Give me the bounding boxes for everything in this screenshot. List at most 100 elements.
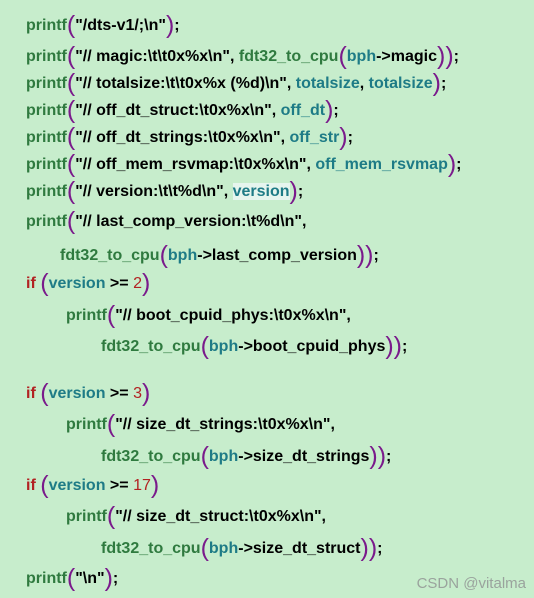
code-line: printf("// off_mem_rsvmap:\t0x%x\n", off… (26, 151, 462, 177)
code-token-punctuation: , (330, 416, 335, 433)
code-token-paren: ( (106, 410, 116, 438)
code-token-string-literal: "// magic:\t\t0x%x\n" (75, 48, 230, 65)
code-token-keyword: if (26, 385, 36, 402)
code-token-punctuation: , (229, 48, 239, 65)
code-line: printf("// off_dt_strings:\t0x%x\n", off… (26, 124, 353, 150)
code-line: if (version >= 17) (26, 472, 159, 498)
code-token-variable: version (48, 385, 106, 402)
code-token-variable: version (48, 477, 106, 494)
code-line: fdt32_to_cpu(bph->last_comp_version)); (60, 242, 379, 268)
code-token-paren: )) (369, 442, 387, 470)
code-token-operator: >= (105, 477, 134, 494)
code-token-paren: ( (40, 379, 49, 407)
code-token-string-literal: "// boot_cpuid_phys:\t0x%x\n" (115, 307, 347, 324)
code-token-function-name: printf (26, 17, 67, 34)
code-token-punctuation: ; (386, 448, 392, 465)
code-line: printf("/dts-v1/;\n"); (26, 12, 180, 38)
code-token-punctuation: , (359, 75, 369, 92)
code-token-punctuation: ; (297, 183, 304, 200)
code-token-paren: ) (165, 11, 175, 39)
code-token-keyword: if (26, 275, 36, 292)
code-line: printf("// boot_cpuid_phys:\t0x%x\n", (66, 302, 351, 328)
code-token-paren: ) (150, 471, 160, 499)
code-token-function-name: fdt32_to_cpu (60, 247, 160, 264)
code-line: printf("// size_dt_strings:\t0x%x\n", (66, 411, 335, 437)
code-token-paren: ( (40, 269, 49, 297)
code-token-paren: ) (141, 379, 151, 407)
code-token-punctuation: ; (373, 247, 379, 264)
code-token-paren: ( (159, 241, 168, 269)
code-token-punctuation: , (321, 508, 326, 525)
code-token-paren: ( (66, 69, 76, 97)
code-token-function-name: fdt32_to_cpu (238, 48, 339, 65)
code-token-paren: ( (66, 150, 76, 178)
code-token-paren: ) (432, 69, 441, 97)
code-token-paren: )) (385, 332, 403, 360)
code-token-variable: totalsize (368, 75, 433, 92)
code-token-string-literal: "// off_mem_rsvmap:\t0x%x\n" (75, 156, 307, 173)
code-token-paren: ) (325, 96, 334, 124)
code-token-function-name: printf (66, 508, 107, 525)
code-line: printf("\n"); (26, 565, 118, 591)
code-token-function-name: fdt32_to_cpu (101, 448, 201, 465)
code-line: printf("// size_dt_struct:\t0x%x\n", (66, 503, 326, 529)
code-token-punctuation: , (280, 129, 290, 146)
code-token-function-name: printf (26, 570, 67, 587)
code-token-punctuation: , (286, 75, 296, 92)
code-token-function-name: printf (26, 129, 67, 146)
code-token-punctuation: ; (402, 338, 408, 355)
code-line: printf("// magic:\t\t0x%x\n", fdt32_to_c… (26, 43, 459, 69)
code-token-paren: ) (447, 150, 457, 178)
code-token-variable: totalsize (295, 75, 360, 92)
code-token-paren: ) (339, 123, 348, 151)
code-token-paren: ) (141, 269, 151, 297)
code-token-paren: ( (66, 207, 76, 235)
code-token-operator: >= (105, 275, 134, 292)
code-token-keyword: if (26, 477, 36, 494)
code-token-variable: bph (208, 338, 239, 355)
code-token-variable: bph (167, 247, 198, 264)
code-token-paren: )) (356, 241, 374, 269)
code-token-function-name: fdt32_to_cpu (101, 540, 201, 557)
code-token-variable: version (48, 275, 106, 292)
code-token-function-name: printf (26, 102, 67, 119)
code-token-function-name: printf (26, 48, 67, 65)
code-token-variable: off_dt (280, 102, 326, 119)
code-token-string-literal: ->size_dt_struct (238, 540, 361, 557)
code-token-string-literal: "// last_comp_version:\t%d\n" (75, 213, 302, 230)
code-token-punctuation: ; (333, 102, 339, 119)
code-token-function-name: printf (66, 307, 107, 324)
code-token-paren: ( (40, 471, 49, 499)
code-line: printf("// version:\t\t%d\n", version); (26, 178, 303, 204)
code-token-string-literal: ->last_comp_version (197, 247, 357, 264)
code-line: if (version >= 2) (26, 270, 150, 296)
code-token-paren: ( (200, 442, 209, 470)
code-token-string-literal: ->boot_cpuid_phys (238, 338, 386, 355)
code-line: if (version >= 3) (26, 380, 150, 406)
code-token-paren: ( (66, 564, 76, 592)
code-token-punctuation: , (301, 213, 307, 230)
code-token-string-literal: "// off_dt_struct:\t0x%x\n" (75, 102, 272, 119)
code-token-string-literal: "\n" (75, 570, 105, 587)
code-token-punctuation: , (223, 183, 233, 200)
code-token-punctuation: ; (174, 17, 180, 34)
code-line: fdt32_to_cpu(bph->size_dt_strings)); (101, 443, 391, 469)
code-token-punctuation: ; (347, 129, 353, 146)
code-token-string-literal: "// off_dt_strings:\t0x%x\n" (75, 129, 281, 146)
code-token-paren: ( (200, 534, 209, 562)
code-token-variable: version (232, 183, 290, 200)
code-line: printf("// off_dt_struct:\t0x%x\n", off_… (26, 97, 339, 123)
code-token-paren: ( (106, 301, 116, 329)
code-token-function-name: printf (26, 183, 67, 200)
code-token-punctuation: , (346, 307, 351, 324)
code-token-string-literal: "// size_dt_strings:\t0x%x\n" (115, 416, 331, 433)
code-token-function-name: printf (26, 156, 67, 173)
code-token-number-literal: 3 (133, 385, 142, 402)
code-line: fdt32_to_cpu(bph->boot_cpuid_phys)); (101, 333, 407, 359)
code-token-paren: ( (66, 96, 76, 124)
code-token-paren: ( (200, 332, 209, 360)
code-token-number-literal: 2 (133, 275, 142, 292)
code-token-paren: )) (360, 534, 378, 562)
code-token-paren: ( (66, 11, 76, 39)
code-token-string-literal: "// size_dt_struct:\t0x%x\n" (115, 508, 322, 525)
